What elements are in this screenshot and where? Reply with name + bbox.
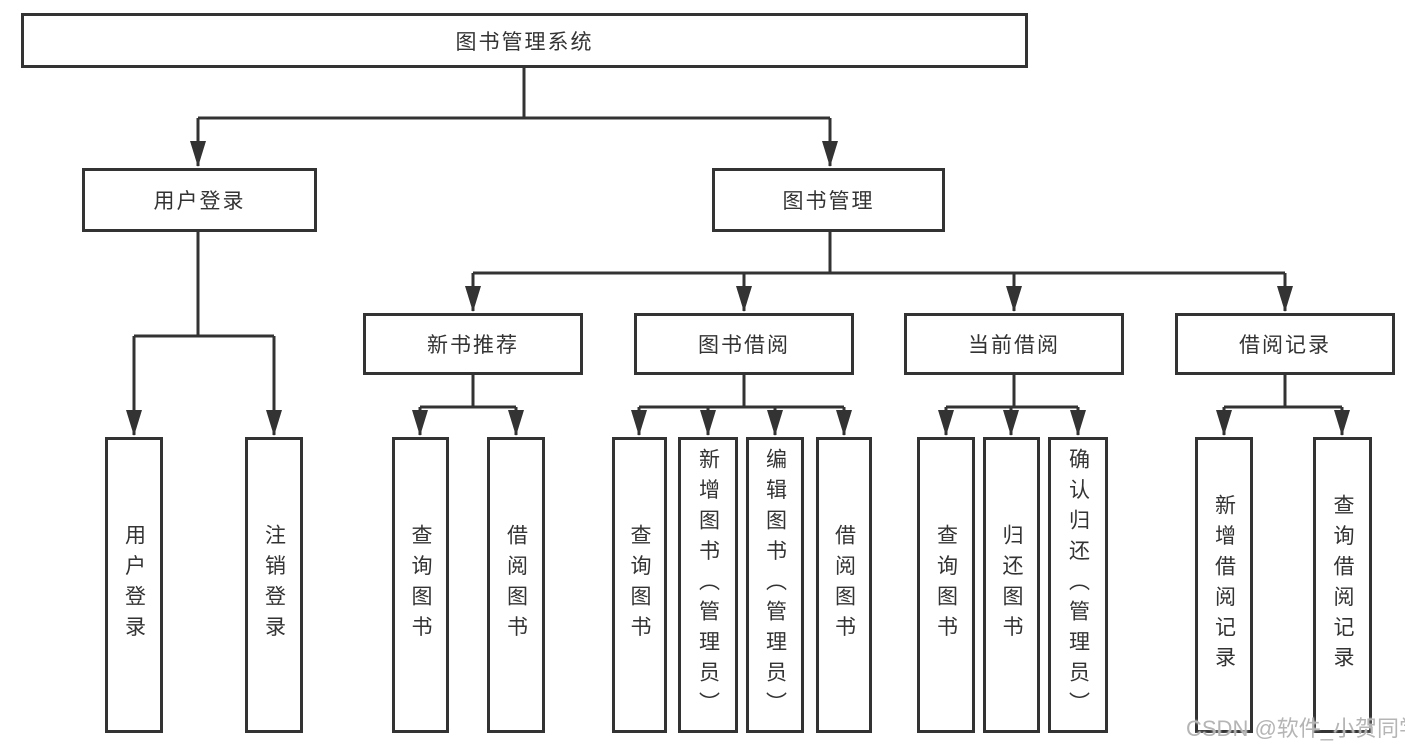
node-book-management: 图书管理 [712, 168, 945, 232]
leaf-confirm-return-admin: 确认归还（管理员） [1048, 437, 1108, 733]
node-label: 当前借阅 [968, 334, 1060, 357]
node-label: 新书推荐 [427, 334, 519, 357]
node-label: 查询借阅记录 [1331, 493, 1354, 677]
node-book-borrow: 图书借阅 [634, 313, 854, 375]
node-label: 归还图书 [1000, 524, 1023, 646]
leaf-query-books-1: 查询图书 [392, 437, 449, 733]
node-user-login-group: 用户登录 [82, 168, 317, 232]
leaf-logout: 注销登录 [245, 437, 303, 733]
node-borrow-records: 借阅记录 [1175, 313, 1395, 375]
leaf-add-book-admin: 新增图书（管理员） [678, 437, 738, 733]
node-current-borrow: 当前借阅 [904, 313, 1124, 375]
leaf-query-books-2: 查询图书 [612, 437, 667, 733]
node-label: 注销登录 [262, 524, 286, 646]
leaf-query-borrow-record: 查询借阅记录 [1313, 437, 1372, 733]
node-label: 查询图书 [409, 524, 432, 646]
leaf-return-book: 归还图书 [983, 437, 1040, 733]
node-label: 图书管理 [782, 190, 875, 213]
node-label: 借阅记录 [1239, 334, 1331, 357]
csdn-watermark: CSDN @软件_小贺同学 [1186, 716, 1405, 741]
node-label: 用户登录 [122, 524, 146, 646]
leaf-edit-book-admin: 编辑图书（管理员） [746, 437, 804, 733]
leaf-query-books-3: 查询图书 [917, 437, 975, 733]
node-label: 图书借阅 [698, 334, 790, 357]
node-label: 确认归还（管理员） [1066, 447, 1090, 723]
node-label: 查询图书 [628, 524, 651, 646]
node-label: 查询图书 [934, 524, 958, 646]
node-label: 新增图书（管理员） [696, 447, 720, 723]
leaf-add-borrow-record: 新增借阅记录 [1195, 437, 1253, 733]
leaf-user-login: 用户登录 [105, 437, 163, 733]
node-label: 新增借阅记录 [1212, 493, 1236, 677]
node-book-management-system: 图书管理系统 [21, 13, 1028, 68]
node-label: 编辑图书（管理员） [763, 447, 787, 723]
node-new-book-recommend: 新书推荐 [363, 313, 583, 375]
node-label: 用户登录 [153, 190, 246, 213]
node-label: 借阅图书 [832, 524, 856, 646]
leaf-borrow-books-1: 借阅图书 [487, 437, 545, 733]
node-label: 图书管理系统 [455, 30, 594, 54]
node-label: 借阅图书 [504, 524, 528, 646]
leaf-borrow-books-2: 借阅图书 [816, 437, 872, 733]
